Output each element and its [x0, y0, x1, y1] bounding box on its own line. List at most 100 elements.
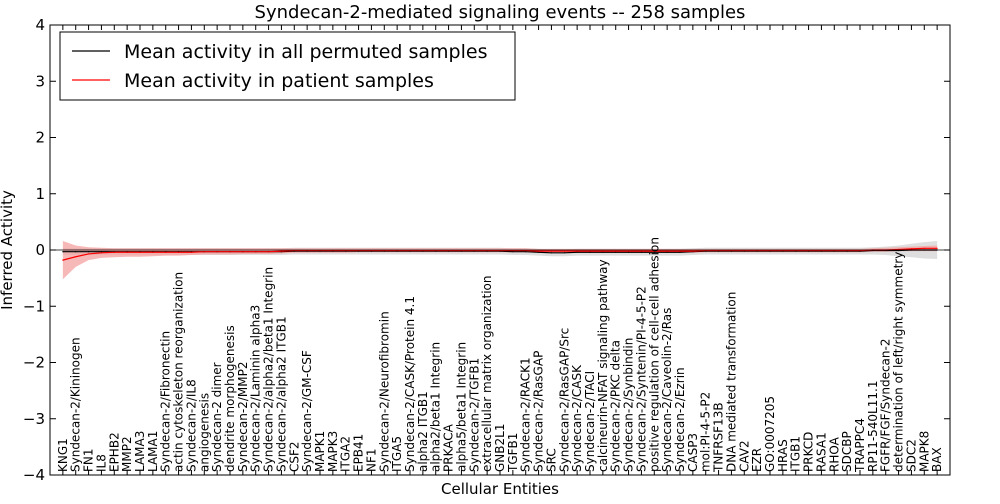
x-tick-label: RASA1: [814, 432, 828, 472]
data-point: [190, 251, 193, 253]
x-tick-label: TNFRSF13B: [712, 402, 726, 473]
x-tick-label: ITGA5: [390, 436, 404, 472]
y-tick-label: 0: [35, 241, 45, 259]
data-point: [255, 251, 257, 253]
x-tick-label: Syndecan-2/RACK1: [519, 357, 533, 472]
x-tick-label: Syndecan-2/MMP2: [236, 362, 250, 472]
data-point: [653, 251, 655, 253]
data-point: [602, 250, 604, 252]
x-tick-label: BAX: [930, 447, 944, 472]
x-tick-label: FGFR/FGF/Syndecan-2: [879, 339, 893, 472]
x-tick-label: actin cytoskeleton reorganization: [172, 272, 186, 472]
x-tick-label: ITGA2: [339, 436, 353, 472]
x-tick-label: NF1: [364, 448, 378, 472]
data-point: [692, 250, 694, 252]
legend-label-patient: Mean activity in patient samples: [124, 70, 434, 92]
x-tick-label: Syndecan-2 dimer: [210, 362, 224, 472]
data-point: [100, 252, 103, 254]
x-tick-label: IL8: [94, 454, 108, 472]
x-tick-label: SRC: [544, 448, 558, 472]
x-tick-label: Syndecan-2/CASK/Protein 4.1: [403, 296, 417, 472]
x-tick-label: determination of left/right symmetry: [892, 252, 906, 472]
data-point: [537, 251, 540, 253]
x-tick-label: mol:PI-4-5-P2: [699, 392, 713, 472]
data-point: [627, 251, 630, 253]
data-point: [550, 250, 553, 252]
confidence-bands: [62, 241, 938, 280]
data-point: [923, 247, 925, 249]
data-point: [203, 251, 205, 253]
data-point: [666, 251, 668, 253]
x-tick-label: Syndecan-2/alpha2/beta1 Integrin: [262, 267, 276, 472]
x-tick-label: Syndecan-2/IL8: [184, 379, 198, 472]
x-tick-label: Syndecan-2/Laminin alpha3: [249, 305, 263, 472]
chart-title: Syndecan-2-mediated signaling events -- …: [255, 2, 746, 23]
x-tick-label: RP11-540L11.1: [866, 381, 880, 472]
data-point: [679, 251, 681, 253]
data-point: [100, 251, 103, 253]
data-point: [267, 251, 270, 253]
x-tick-label: GNB2L1: [493, 424, 507, 472]
x-tick-label: Syndecan-2/PKC delta: [609, 340, 623, 472]
x-tick-label: CASP3: [686, 433, 700, 472]
x-tick-label: Syndecan-2/Fibronectin: [159, 331, 173, 472]
x-tick-label: MAPK1: [313, 431, 327, 472]
y-tick-label: 3: [35, 72, 45, 90]
legend-box: [59, 31, 516, 101]
x-tick-label: Syndecan-2/RasGAP/Src: [557, 328, 571, 472]
legend: Mean activity in all permuted samples Me…: [59, 31, 516, 101]
data-point: [589, 250, 591, 252]
x-tick-label: RHOA: [827, 436, 841, 472]
data-point: [75, 256, 77, 258]
data-point: [576, 250, 578, 252]
x-tick-label: calcineurin-NFAT signaling pathway: [596, 259, 610, 472]
x-tick-label: alpha2/beta1 Integrin: [429, 342, 443, 472]
data-point: [512, 251, 514, 253]
x-tick-label: HRAS: [776, 439, 790, 472]
x-tick-label: positive regulation of cell-cell adhesio…: [647, 237, 661, 472]
x-axis-tick-labels: KNG1Syndecan-2/KininogenFN1IL8EPHB2MMP2L…: [56, 237, 944, 473]
x-tick-label: Syndecan-2/TACI: [583, 371, 597, 472]
x-tick-label: EPB41: [352, 434, 366, 472]
data-point: [563, 252, 565, 254]
x-tick-label: PRKACA: [442, 423, 456, 472]
data-point: [936, 247, 938, 249]
x-tick-label: Syndecan-2/Neurofibromin: [377, 311, 391, 472]
data-point: [87, 253, 90, 255]
data-point: [62, 251, 64, 253]
x-tick-label: Syndecan-2/Kininogen: [69, 337, 83, 472]
y-tick-label: 1: [35, 185, 45, 203]
y-tick-label: −1: [23, 297, 45, 315]
x-tick-label: CSF2: [287, 441, 301, 472]
data-point: [537, 250, 540, 252]
x-tick-label: Syndecan-2/RasGAP: [532, 351, 546, 472]
data-point: [113, 251, 115, 253]
data-point: [589, 251, 591, 253]
x-tick-label: Syndecan-2/Ezrin: [673, 367, 687, 472]
x-tick-label: Syndecan-2/Synbindin: [622, 338, 636, 472]
x-tick-label: extracellular matrix organization: [480, 275, 494, 471]
x-tick-label: alpha5/beta1 Integrin: [454, 342, 468, 472]
x-tick-label: SDC2: [904, 439, 918, 472]
data-point: [229, 251, 231, 253]
x-axis-ticks: [62, 25, 938, 475]
x-tick-label: dendrite morphogenesis: [223, 325, 237, 472]
x-tick-label: alpha2 ITGB1: [416, 391, 430, 472]
x-tick-label: TRAPPC4: [853, 418, 867, 473]
data-point: [666, 250, 668, 252]
x-tick-label: LAMA3: [133, 431, 147, 472]
x-tick-label: Syndecan-2/GM-CSF: [300, 350, 314, 472]
data-point: [152, 251, 154, 253]
y-tick-label: −4: [23, 466, 45, 484]
data-point: [640, 250, 643, 252]
x-tick-label: Syndecan-2/Caveolin-2/Ras: [660, 308, 674, 472]
x-tick-label: MMP2: [120, 436, 134, 472]
x-tick-label: TGFB1: [506, 433, 520, 473]
data-point: [177, 251, 180, 253]
data-point: [563, 250, 565, 252]
y-tick-label: −3: [23, 410, 45, 428]
y-tick-label: 2: [35, 129, 45, 147]
data-point: [62, 259, 64, 261]
